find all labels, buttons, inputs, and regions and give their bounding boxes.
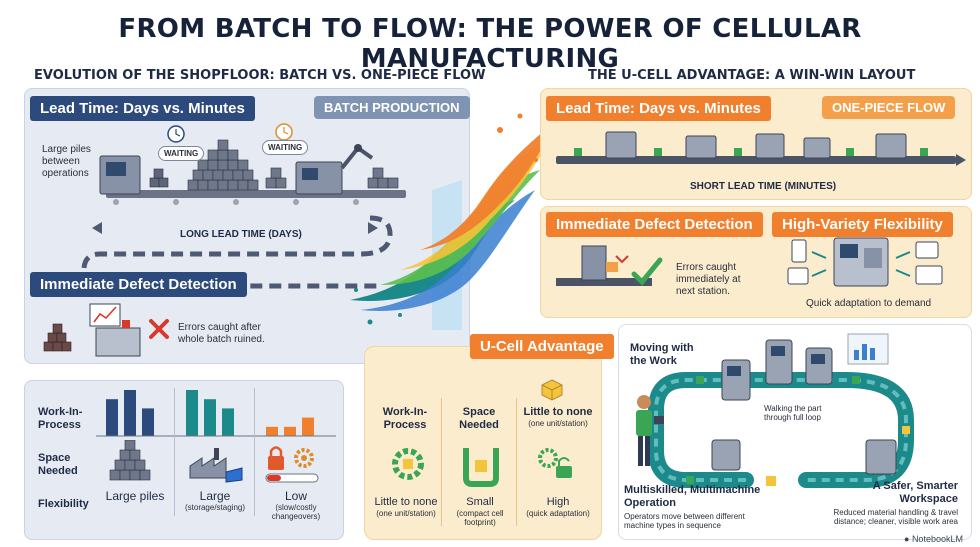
right-section-heading: THE U-CELL ADVANTAGE: A WIN-WIN LAYOUT	[588, 68, 916, 83]
metric-value-space-sub: (storage/staging)	[184, 503, 246, 512]
metric-value-wip: Large piles	[96, 490, 174, 503]
moving-label: Moving with the Work	[630, 342, 694, 367]
ucell-value-flex-main: High	[546, 496, 570, 508]
ucell-head-space: Space Needed	[444, 406, 514, 432]
piles-note: Large piles between operations	[42, 144, 91, 179]
metric-label-flexibility: Flexibility	[38, 498, 89, 510]
metric-value-space: Large (storage/staging)	[176, 489, 254, 513]
ucell-head-wip-main: Work-In-Process	[382, 406, 428, 431]
bar-group-0-bar-1	[124, 390, 136, 436]
ucell-value-flex: High (quick adaptation)	[518, 496, 598, 518]
long-lead-caption: LONG LEAD TIME (DAYS)	[176, 228, 306, 241]
metric-label-wip: Work-In-Process	[38, 406, 83, 431]
single-unit-icon	[541, 379, 563, 401]
safer-label: A Safer, Smarter Workspace	[872, 480, 958, 505]
bar-group-2-bar-2	[302, 417, 314, 436]
bar-group-0-bar-2	[142, 408, 154, 436]
wip-pile-icon	[109, 440, 151, 481]
ucell-divider-2	[516, 398, 517, 526]
bar-group-1-bar-1	[204, 399, 216, 436]
flex-note: Quick adaptation to demand	[806, 298, 932, 309]
brand-icon: ●	[904, 534, 912, 544]
lock-gear-icon	[265, 446, 319, 483]
ucell-value-space-sub: (compact cell footprint)	[456, 509, 504, 527]
metric-value-space-main: Large	[199, 489, 231, 503]
batch-metrics-panel	[24, 380, 344, 540]
batch-defect-note: Errors caught after whole batch ruined.	[178, 322, 265, 345]
flow-defect-illustration	[556, 245, 663, 286]
metric-value-flexibility-main: Low	[284, 489, 307, 503]
walking-note: Walking the part through full loop	[764, 404, 822, 422]
ucell-head-flex-main: Little to none	[523, 406, 593, 418]
multiskill-note: Operators move between different machine…	[624, 512, 745, 530]
transition-splash	[350, 113, 555, 330]
multiskill-label: Multiskilled, Multimachine Operation	[624, 484, 761, 509]
flow-lead-time-label: Lead Time: Days vs. Minutes	[546, 96, 771, 121]
flex-illustration	[787, 237, 943, 287]
ucell-value-wip: Little to none (one unit/station)	[368, 496, 444, 518]
safer-note: Reduced material handling & travel dista…	[833, 508, 958, 526]
brand-text: NotebookLM	[911, 534, 963, 544]
batch-line-illustration	[99, 123, 406, 205]
batch-defect-illustration	[43, 303, 141, 357]
short-lead-caption: SHORT LEAD TIME (MINUTES)	[690, 181, 837, 192]
ucell-head-flex-sub: (one unit/station)	[528, 419, 588, 428]
batch-defect-label: Immediate Defect Detection	[30, 272, 247, 297]
ucell-value-wip-sub: (one unit/station)	[376, 509, 436, 518]
flow-mode-label: ONE-PIECE FLOW	[822, 96, 956, 119]
x-mark-icon	[149, 319, 169, 339]
metric-label-space: Space Needed	[38, 452, 78, 477]
batch-lead-time-label: Lead Time: Days vs. Minutes	[30, 96, 255, 121]
page-title: FROM BATCH TO FLOW: THE POWER OF CELLULA…	[118, 14, 862, 74]
bar-group-1-bar-2	[222, 408, 234, 436]
ucell-value-wip-main: Little to none	[374, 496, 438, 508]
ucell-label: U-Cell Advantage	[470, 334, 614, 359]
metric-value-wip-main: Large piles	[105, 489, 165, 503]
bar-group-2-bar-1	[284, 426, 296, 436]
left-section-heading: EVOLUTION OF THE SHOPFLOOR: BATCH VS. ON…	[34, 68, 486, 83]
ucell-icons	[392, 448, 572, 487]
metrics-divider-2	[254, 388, 255, 516]
bar-group-1-bar-0	[186, 390, 198, 436]
ucell-divider-1	[441, 398, 442, 526]
brand-mark: ● NotebookLM	[904, 534, 963, 544]
metric-value-flexibility: Low (slow/costly changeovers)	[256, 489, 336, 522]
ucell-head-space-main: Space Needed	[459, 406, 499, 431]
ucell-value-space: Small (compact cell footprint)	[444, 496, 516, 527]
waiting-bubble-1: WAITING	[158, 146, 205, 161]
batch-mode-label: BATCH PRODUCTION	[314, 96, 470, 119]
waiting-bubble-2: WAITING	[262, 140, 309, 155]
metrics-divider-1	[174, 388, 175, 516]
metric-value-flexibility-sub: (slow/costly changeovers)	[271, 503, 321, 521]
bar-group-0-bar-0	[106, 399, 118, 436]
ucell-head-flex: Little to none (one unit/station)	[518, 406, 598, 428]
flow-line-illustration	[556, 131, 966, 166]
u-cell-illustration	[636, 333, 914, 488]
ucell-head-wip: Work-In-Process	[370, 406, 440, 432]
bar-group-2-bar-0	[266, 426, 278, 436]
warehouse-icon	[189, 448, 243, 483]
metrics-bar-chart	[96, 390, 336, 437]
ucell-value-flex-sub: (quick adaptation)	[526, 509, 590, 518]
flow-defect-label: Immediate Defect Detection	[546, 212, 763, 237]
ucell-value-space-main: Small	[466, 496, 494, 508]
flex-label: High-Variety Flexibility	[772, 212, 953, 237]
flow-defect-note: Errors caught immediately at next statio…	[676, 262, 741, 297]
